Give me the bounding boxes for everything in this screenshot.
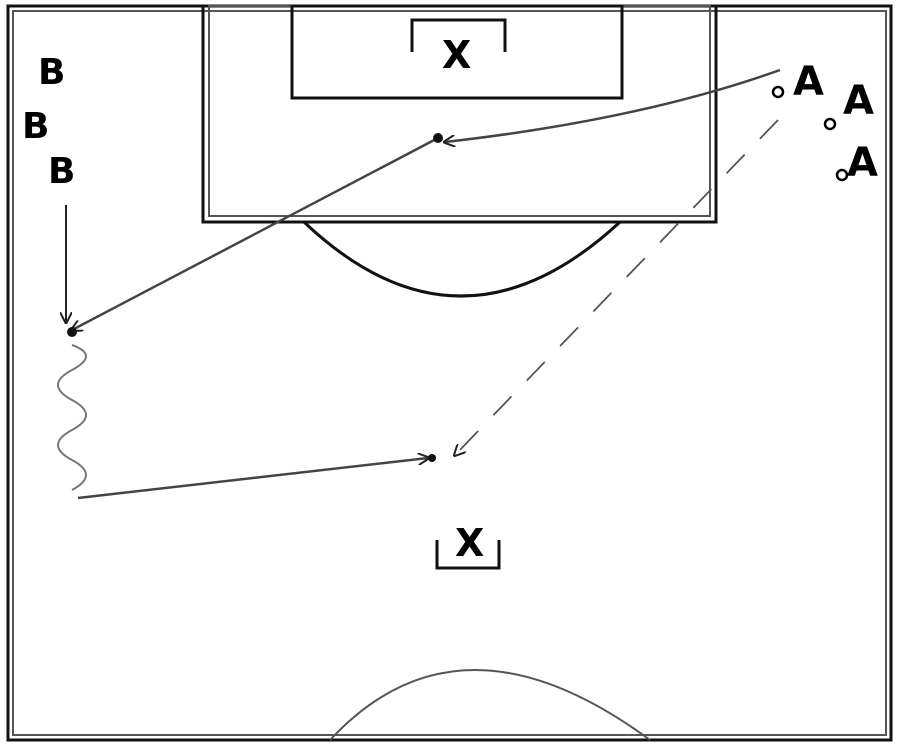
server-label: X	[455, 521, 484, 565]
penalty-arc	[302, 220, 622, 298]
ball-icon	[771, 85, 785, 99]
penalty-spot	[433, 133, 443, 143]
pitch-boundary	[6, 4, 893, 742]
b-receive-point	[67, 327, 77, 337]
attacker-label-1: A	[793, 59, 824, 105]
dashed-run-a	[455, 119, 779, 455]
goalkeeper-label: X	[442, 33, 471, 77]
attacker-label-2: A	[843, 78, 874, 124]
server-bracket	[435, 540, 501, 570]
ball-icon	[835, 168, 849, 182]
center-circle-arc	[329, 669, 651, 741]
goal-frame	[410, 18, 507, 52]
ball-icon	[823, 117, 837, 131]
defender-label-2: B	[22, 106, 49, 147]
pass-arrow-a-to-penalty	[445, 68, 781, 142]
goal-area	[290, 4, 624, 100]
defender-label-3: B	[48, 151, 75, 192]
attacker-label-3: A	[847, 140, 878, 186]
pass-arrow-to-x	[77, 458, 428, 500]
pass-arrow-to-b	[72, 136, 439, 330]
dribble-path	[57, 344, 87, 491]
defender-label-1: B	[38, 52, 65, 93]
x-receive-point	[428, 454, 436, 462]
